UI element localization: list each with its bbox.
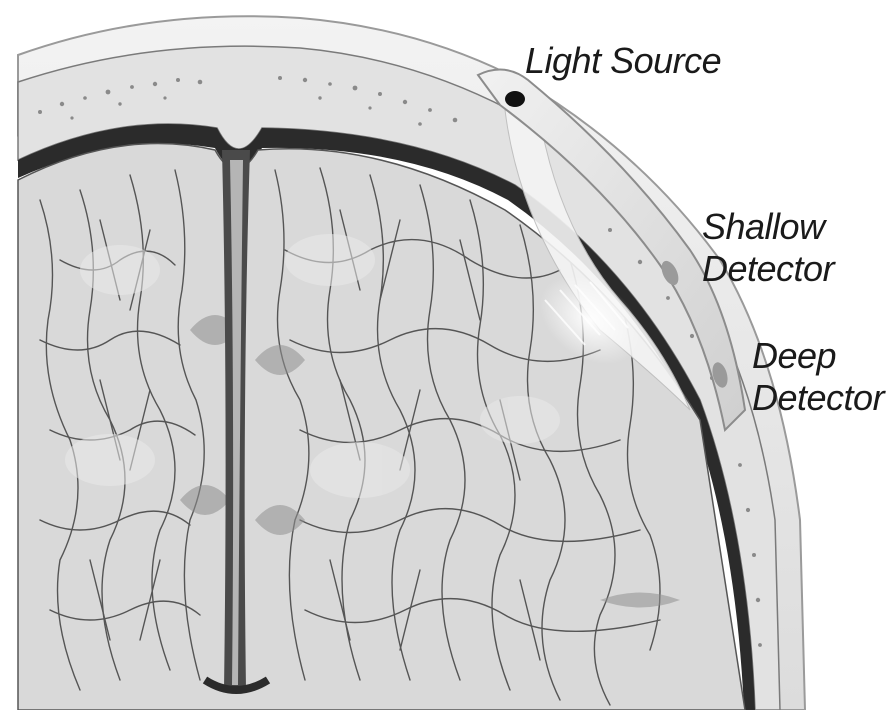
light-source-label: Light Source xyxy=(525,40,721,82)
light-source-marker xyxy=(505,91,525,107)
shallow-detector-label: Shallow Detector xyxy=(702,206,834,291)
deep-detector-label-line-2: Detector xyxy=(752,377,884,419)
shallow-detector-label-line-2: Detector xyxy=(702,248,834,290)
deep-detector-label: Deep Detector xyxy=(752,335,884,420)
shallow-detector-label-line-1: Shallow xyxy=(702,206,834,248)
deep-detector-label-line-1: Deep xyxy=(752,335,884,377)
